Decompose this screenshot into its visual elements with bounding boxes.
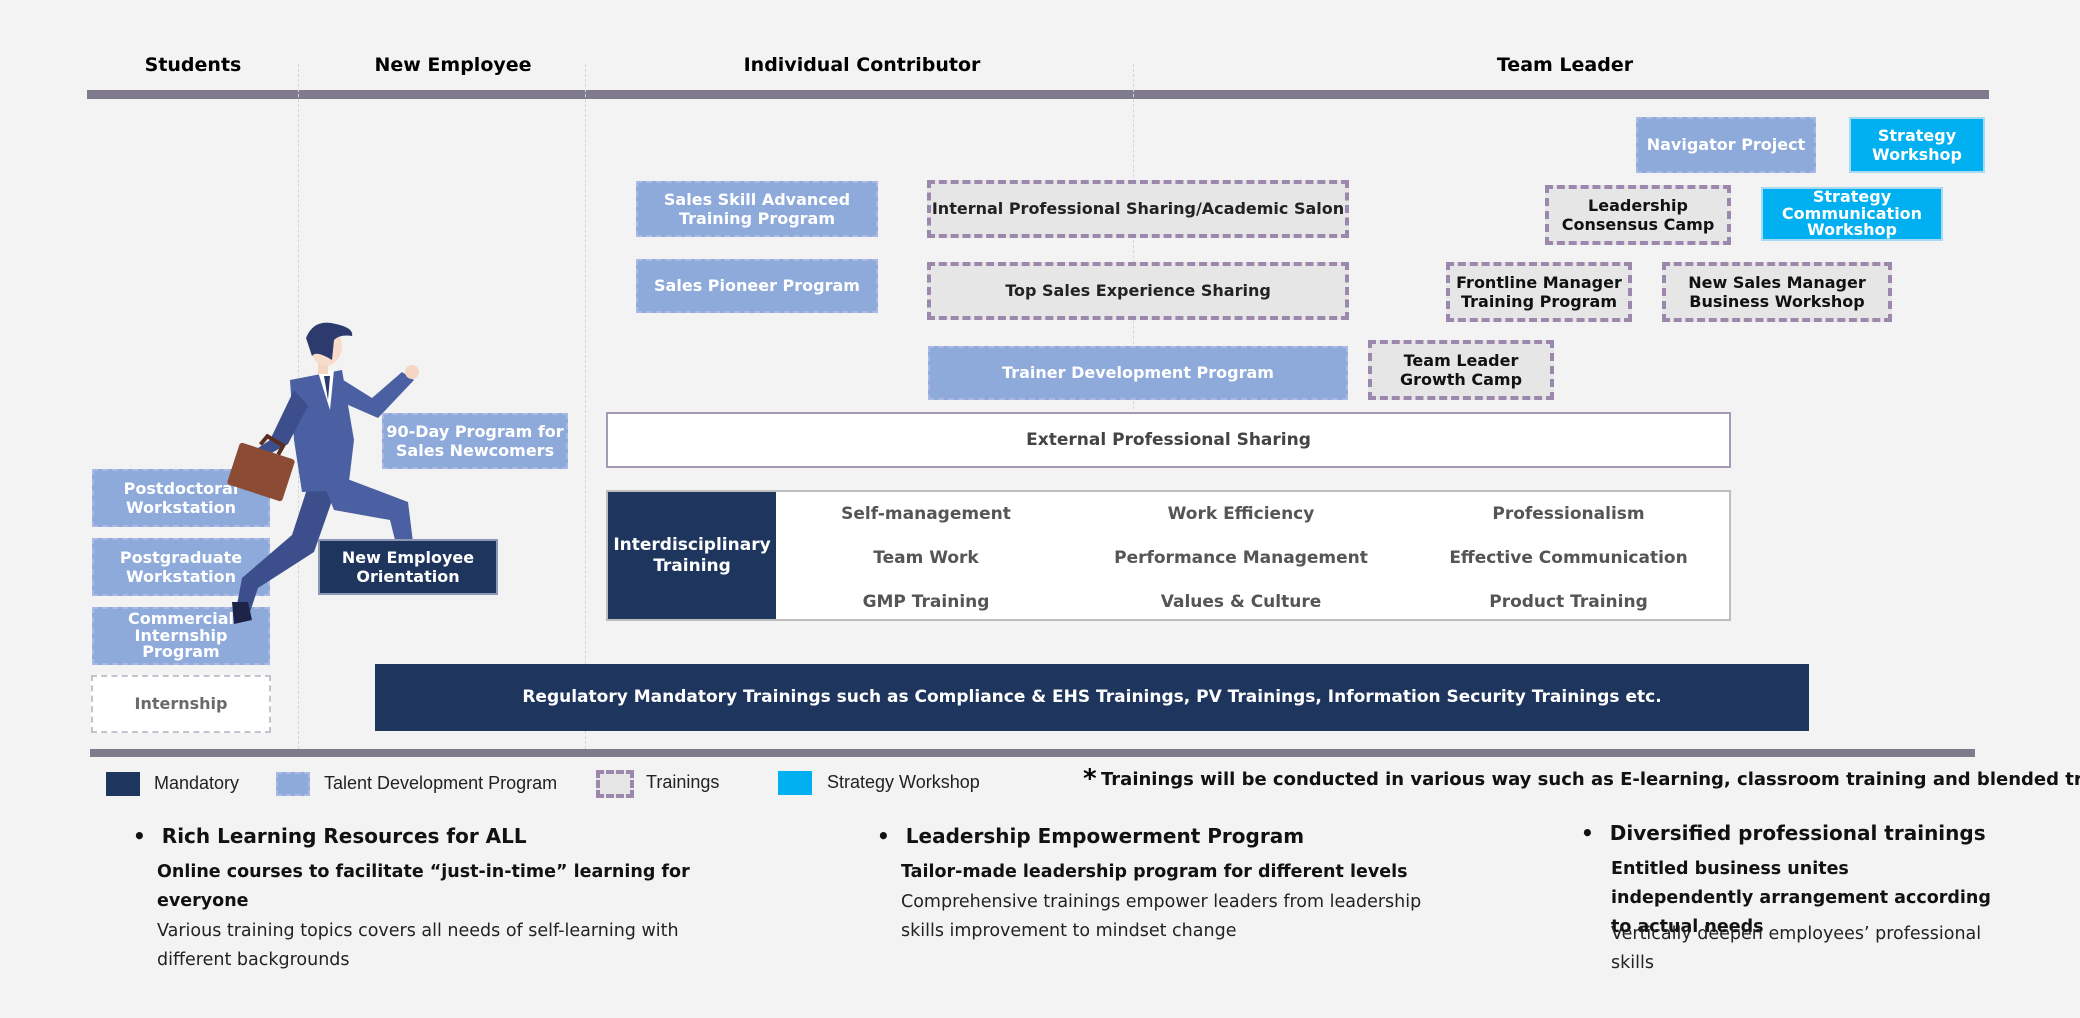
topic-professionalism: Professionalism (1492, 504, 1645, 524)
legend-talent-development-label: Talent Development Program (324, 773, 558, 793)
legend-strategy-workshop-swatch (778, 771, 812, 795)
navigator-project: Navigator Project (1636, 117, 1816, 173)
topic-work-efficiency: Work Efficiency (1167, 504, 1315, 524)
topic-product-training: Product Training (1489, 592, 1648, 612)
highlight-leadership-bold: Tailor-made leadership program for diffe… (901, 862, 1408, 882)
interdisciplinary-training-block: Interdisciplinary Training Self-manageme… (606, 490, 1731, 621)
stage-individual-contributor: Individual Contributor (743, 54, 981, 76)
postdoctoral-workstation: Postdoctoral Workstation (92, 469, 270, 527)
legend-mandatory-label: Mandatory (154, 773, 240, 793)
topic-values-culture: Values & Culture (1160, 592, 1322, 612)
highlight-professional-text: Vertically deepen employees’ professiona… (1611, 924, 1982, 973)
top-sales-experience-sharing: Top Sales Experience Sharing (927, 262, 1349, 320)
highlight-heading-leadership: •Leadership Empowerment Program (877, 824, 1305, 848)
new-employee-orientation: New Employee Orientation (318, 539, 498, 595)
legend-trainings-label: Trainings (646, 772, 720, 792)
topic-team-work: Team Work (873, 548, 979, 568)
internship: Internship (91, 675, 271, 733)
strategy-workshop: Strategy Workshop (1849, 117, 1985, 173)
topic-effective-communication: Effective Communication (1449, 548, 1688, 568)
topic-performance-management: Performance Management (1114, 548, 1368, 568)
bottom-stage-rule (90, 749, 1975, 757)
running-businessman-illustration (227, 322, 422, 624)
legend-talent-development-swatch (276, 772, 310, 796)
highlight-leadership-text: Comprehensive trainings empower leaders … (901, 892, 1422, 941)
stage-team-leader: Team Leader (1496, 54, 1634, 76)
highlight-learning-resources-text: Various training topics covers all needs… (157, 921, 679, 970)
frontline-manager-training-program: Frontline Manager Training Program (1446, 262, 1632, 322)
topic-gmp-training: GMP Training (862, 592, 990, 612)
external-professional-sharing: External Professional Sharing (606, 412, 1731, 468)
leadership-consensus-camp: Leadership Consensus Camp (1545, 185, 1731, 245)
stage-students: Students (144, 54, 242, 76)
highlight-professional-bold: Entitled business unites independently a… (1611, 859, 1991, 937)
highlight-heading-learning-resources: •Rich Learning Resources for ALL (133, 824, 527, 848)
program-90-day-sales-newcomers: 90-Day Program for Sales Newcomers (382, 413, 568, 469)
trainer-development-program: Trainer Development Program (928, 346, 1348, 400)
team-leader-growth-camp: Team Leader Growth Camp (1368, 340, 1554, 400)
stage-divider (585, 64, 586, 749)
topic-self-management: Self-management (841, 504, 1011, 524)
regulatory-mandatory-trainings-bar: Regulatory Mandatory Trainings such as C… (375, 664, 1809, 731)
highlight-heading-professional: •Diversified professional trainings (1581, 821, 1986, 845)
new-sales-manager-business-workshop: New Sales Manager Business Workshop (1662, 262, 1892, 322)
sales-pioneer-program: Sales Pioneer Program (636, 259, 878, 313)
legend-strategy-workshop-label: Strategy Workshop (827, 772, 980, 792)
highlight-learning-resources-bold: Online courses to facilitate “just-in-ti… (157, 862, 690, 911)
postgraduate-workstation: Postgraduate Workstation (92, 538, 270, 596)
legend-delivery-note: Trainings will be conducted in various w… (1101, 769, 2080, 790)
legend-trainings-swatch (596, 770, 634, 798)
interdisciplinary-training-label: Interdisciplinary Training (608, 492, 776, 619)
stage-new-employee: New Employee (374, 54, 532, 76)
strategy-communication-workshop: Strategy Communication Workshop (1761, 187, 1943, 241)
legend-note-asterisk: * (1083, 764, 1097, 794)
sales-skill-advanced-training-program: Sales Skill Advanced Training Program (636, 181, 878, 237)
top-stage-rule (87, 90, 1989, 99)
legend-mandatory-swatch (106, 772, 140, 796)
internal-professional-sharing: Internal Professional Sharing/Academic S… (927, 180, 1349, 238)
